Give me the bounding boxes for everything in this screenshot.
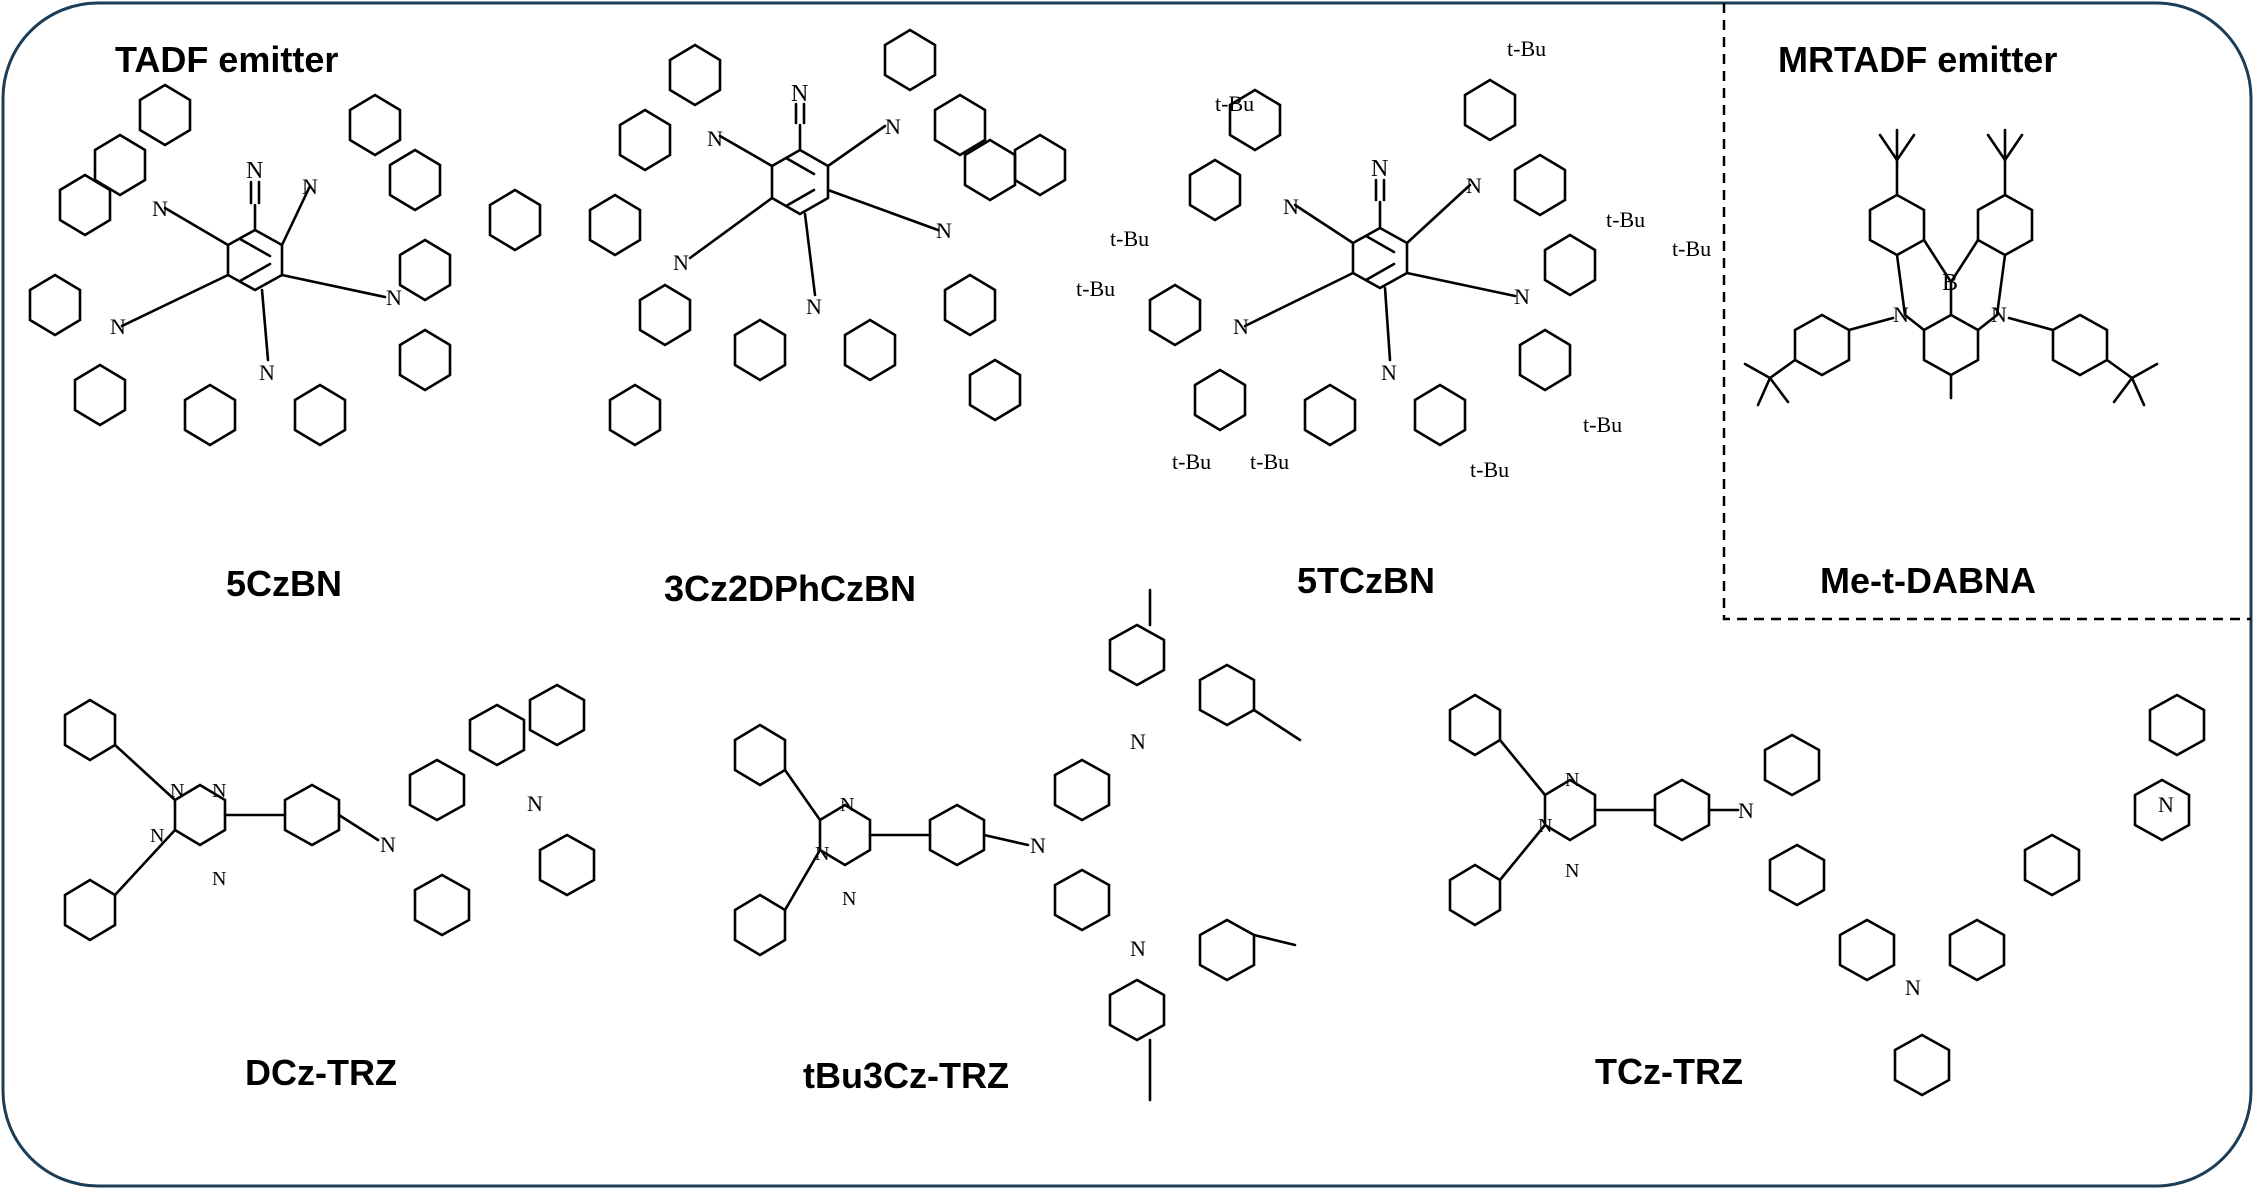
svg-text:N: N	[1565, 769, 1579, 791]
svg-text:N: N	[815, 843, 829, 865]
structure-dcz-trz: N N N N N N	[63, 683, 596, 942]
structure-3cz2dphczbn: N N N N N N	[488, 28, 1067, 447]
svg-text:N: N	[1565, 860, 1579, 882]
mrtadf-divider	[1722, 3, 2251, 621]
svg-text:N: N	[2158, 792, 2174, 817]
svg-text:t-Bu: t-Bu	[1470, 457, 1509, 482]
svg-text:N: N	[380, 832, 396, 857]
svg-text:N: N	[1991, 302, 2007, 327]
svg-text:N: N	[673, 250, 689, 275]
svg-text:N: N	[170, 780, 184, 802]
svg-text:t-Bu: t-Bu	[1250, 449, 1289, 474]
molecule-name-tbu3cz-trz: tBu3Cz-TRZ	[803, 1055, 1009, 1096]
svg-text:N: N	[1233, 314, 1249, 339]
molecule-name-tcz-trz: TCz-TRZ	[1595, 1051, 1743, 1092]
structure-tcz-trz: N N N N N N	[1448, 693, 2206, 1097]
svg-text:N: N	[707, 126, 723, 151]
structure-me-t-dabna: B N N	[1743, 128, 2159, 407]
svg-text:N: N	[840, 794, 854, 816]
molecule-name-3cz2dphczbn: 3Cz2DPhCzBN	[664, 568, 916, 609]
structure-tbu3cz-trz: N N N N N N	[733, 588, 1302, 1102]
molecule-name-dcz-trz: DCz-TRZ	[245, 1052, 397, 1093]
svg-text:N: N	[1905, 975, 1921, 1000]
svg-text:N: N	[152, 196, 168, 221]
svg-text:t-Bu: t-Bu	[1606, 207, 1645, 232]
svg-text:N: N	[842, 888, 856, 910]
section-title-tadf: TADF emitter	[115, 39, 338, 80]
svg-text:N: N	[791, 81, 808, 107]
svg-text:N: N	[386, 285, 402, 310]
molecule-name-me-t-dabna: Me-t-DABNA	[1820, 560, 2036, 601]
svg-text:N: N	[1738, 798, 1754, 823]
svg-text:N: N	[1893, 302, 1909, 327]
atom-boron: B	[1942, 270, 1958, 296]
structure-5czbn: N N N N N N	[28, 83, 452, 447]
svg-text:t-Bu: t-Bu	[1215, 91, 1254, 116]
svg-text:N: N	[1466, 173, 1482, 198]
molecule-name-5tczbn: 5TCzBN	[1297, 560, 1435, 601]
svg-text:N: N	[885, 114, 901, 139]
svg-text:t-Bu: t-Bu	[1172, 449, 1211, 474]
svg-text:N: N	[110, 314, 126, 339]
svg-text:N: N	[259, 360, 275, 385]
svg-text:N: N	[806, 294, 822, 319]
svg-text:N: N	[1514, 284, 1530, 309]
svg-text:N: N	[527, 791, 543, 816]
svg-text:t-Bu: t-Bu	[1583, 412, 1622, 437]
svg-text:N: N	[1371, 156, 1388, 182]
svg-text:t-Bu: t-Bu	[1507, 36, 1546, 61]
section-title-mrtadf: MRTADF emitter	[1778, 39, 2057, 80]
svg-text:N: N	[212, 780, 226, 802]
svg-text:N: N	[936, 218, 952, 243]
svg-text:t-Bu: t-Bu	[1110, 226, 1149, 251]
svg-text:N: N	[212, 868, 226, 890]
molecule-name-5czbn: 5CzBN	[226, 563, 342, 604]
structure-5tczbn: N N N N N N t-Bu t-Bu t-Bu t-Bu t-Bu t-B…	[1076, 36, 1711, 482]
svg-text:N: N	[1130, 936, 1146, 961]
atom-n-nitrile: N	[246, 158, 263, 184]
svg-text:N: N	[1381, 360, 1397, 385]
svg-text:N: N	[1130, 729, 1146, 754]
svg-text:t-Bu: t-Bu	[1672, 236, 1711, 261]
svg-text:N: N	[302, 174, 318, 199]
svg-text:N: N	[1283, 194, 1299, 219]
svg-text:N: N	[1030, 833, 1046, 858]
svg-text:N: N	[150, 825, 164, 847]
svg-text:t-Bu: t-Bu	[1076, 276, 1115, 301]
